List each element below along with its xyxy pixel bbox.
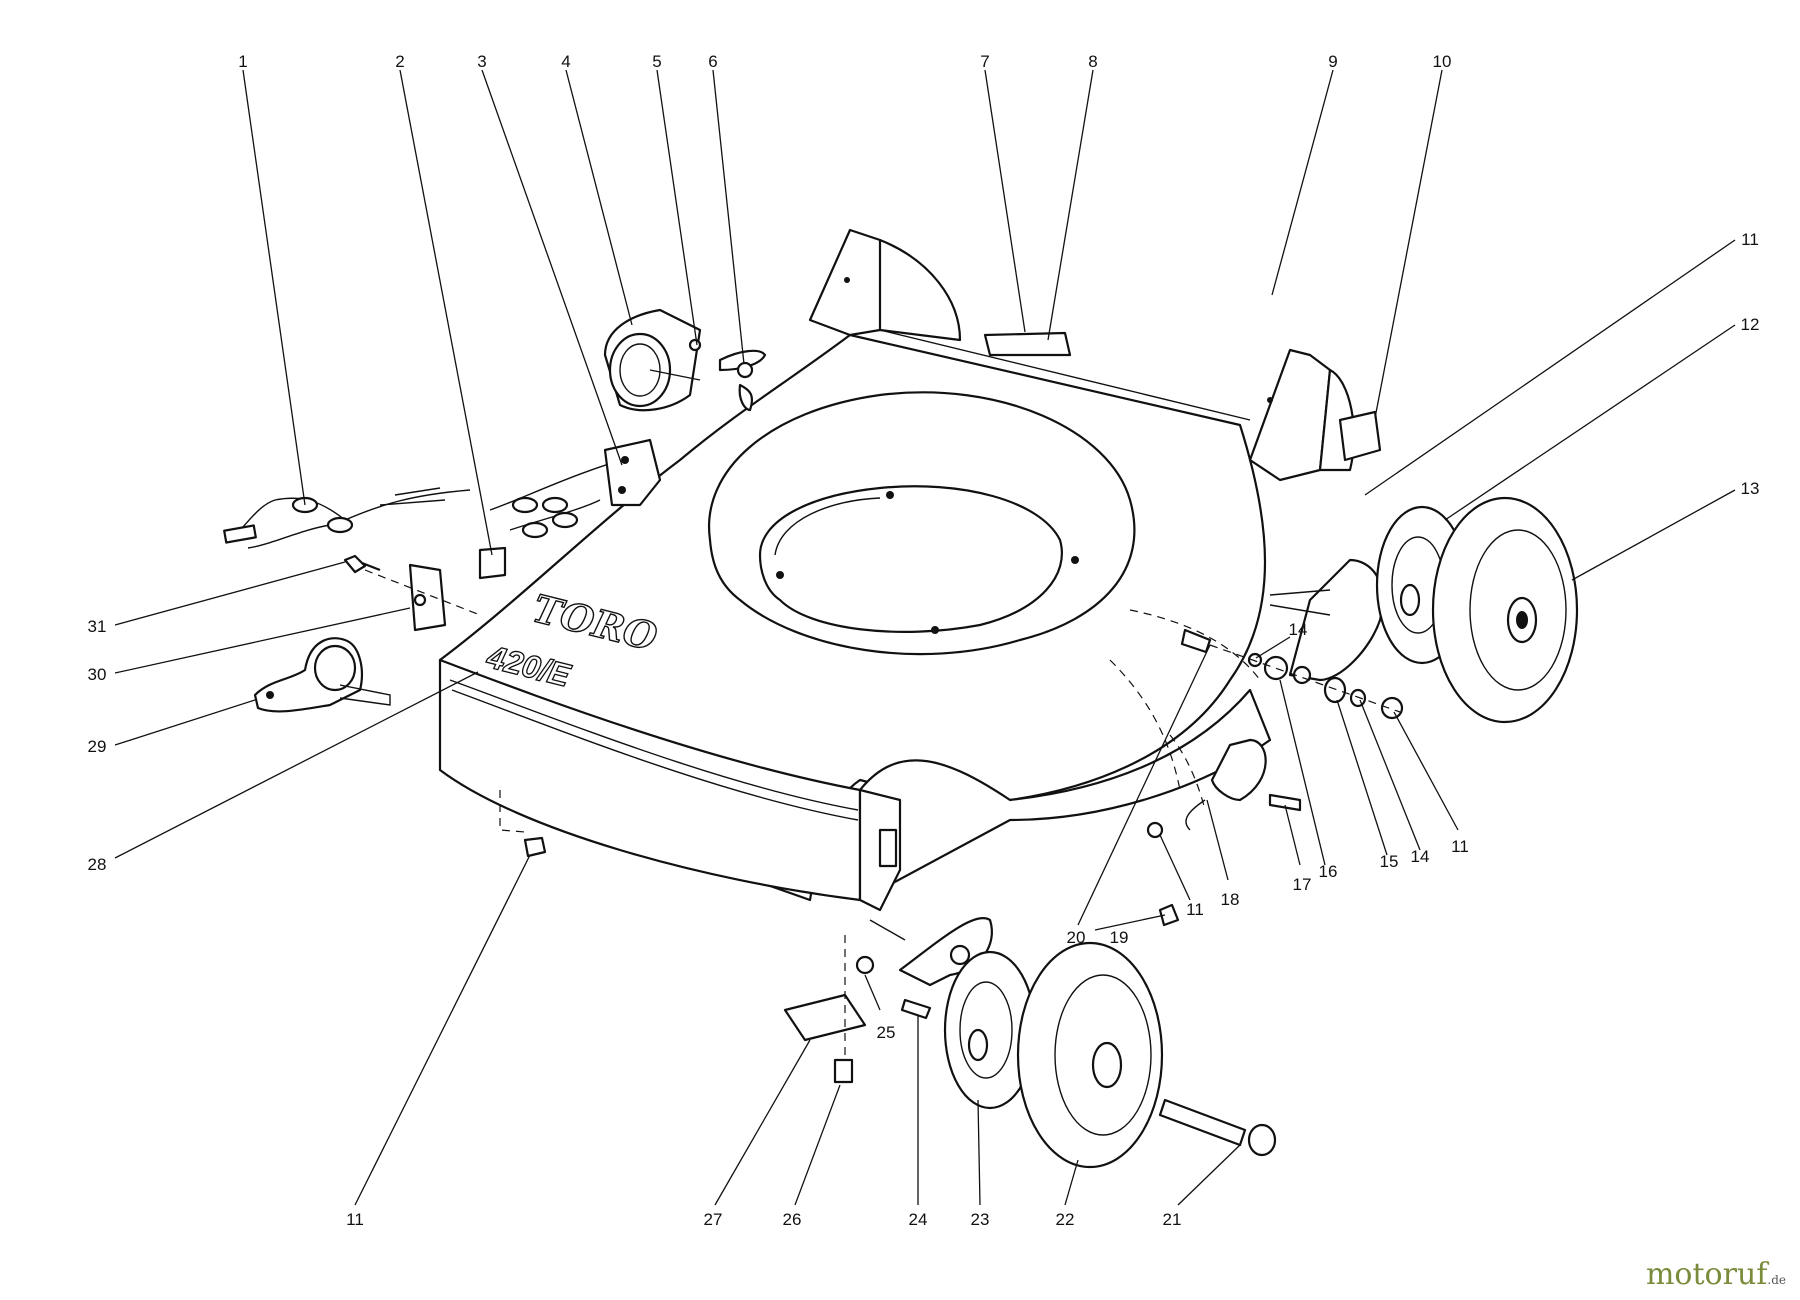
front-nut [523,836,547,858]
front-screw [900,998,932,1020]
callout-16: 16 [1319,862,1338,881]
bracket-screw [343,554,381,574]
callout-25: 25 [877,1023,896,1042]
callout-11-lower-left: 11 [346,1210,364,1229]
callout-14-lower: 14 [1411,847,1430,866]
height-adjust-plate [1288,558,1384,682]
callout-17: 17 [1293,875,1312,894]
callout-5: 5 [652,52,661,71]
callout-15: 15 [1380,852,1399,871]
callout-22: 22 [1056,1210,1075,1229]
cable-clip [478,546,507,580]
front-wheel [1016,941,1164,1169]
callout-leaders [114,69,1736,1206]
callout-11-lower: 11 [1186,900,1204,919]
callout-13: 13 [1741,479,1760,498]
rear-bearing-housing [603,308,702,412]
callout-11-upper-right: 11 [1741,230,1759,249]
watermark-suffix: .de [1767,1273,1786,1287]
callout-29: 29 [88,737,107,756]
mounting-bracket [408,563,447,632]
callout-3: 3 [477,52,486,71]
mower-deck-housing [438,228,1356,912]
callout-24: 24 [909,1210,928,1229]
handle-bracket [1338,410,1382,462]
callout-21: 21 [1163,1210,1182,1229]
callout-8: 8 [1088,52,1097,71]
callout-18: 18 [1221,890,1240,909]
callout-numbers: 1 2 3 4 5 6 7 8 9 10 11 12 13 14 11 14 1… [88,52,1760,1229]
carriage-bolt [1268,793,1302,812]
callout-31: 31 [88,617,107,636]
wheel-screw [1158,903,1180,927]
callout-12: 12 [1741,315,1760,334]
front-wheel-hub [943,950,1037,1110]
plate-screw [833,1058,854,1084]
callout-1: 1 [238,52,247,71]
rear-pivot-bracket [1210,738,1267,802]
axle-bolt [1158,1098,1247,1147]
callout-7: 7 [980,52,989,71]
callout-4: 4 [561,52,570,71]
callout-9: 9 [1328,52,1337,71]
mounting-plate [783,993,867,1042]
lever-arm [718,349,767,372]
watermark: motoruf.de [1646,1257,1786,1292]
callout-23: 23 [971,1210,990,1229]
callout-28: 28 [88,855,107,874]
front-bearing-housing [253,637,391,713]
callout-30: 30 [88,665,107,684]
callout-2: 2 [395,52,404,71]
watermark-name: motoruf [1645,1257,1768,1292]
callout-20: 20 [1067,928,1086,947]
control-cable [223,487,471,549]
callout-10: 10 [1433,52,1452,71]
warning-decal [983,331,1072,357]
rear-wheel [1431,496,1579,724]
callout-6: 6 [708,52,717,71]
callout-26: 26 [783,1210,802,1229]
callout-27: 27 [704,1210,723,1229]
callout-19: 19 [1110,928,1129,947]
callout-14-upper: 14 [1289,620,1308,639]
callout-11-right: 11 [1451,837,1469,856]
throttle-cable [489,454,641,539]
